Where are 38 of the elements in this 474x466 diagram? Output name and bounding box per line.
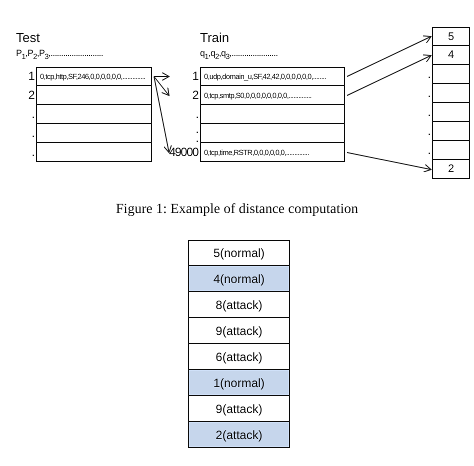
table-row: 9(attack) (188, 396, 290, 422)
arrow (346, 152, 432, 173)
table-row: 2(attack) (188, 422, 290, 448)
arrow (346, 54, 432, 96)
heading: Train (200, 30, 230, 45)
row-number: 1 (28, 70, 34, 83)
row-number: . (428, 144, 430, 157)
row-number: . (32, 108, 34, 121)
arrow (154, 72, 170, 81)
table-row: 5 (432, 27, 470, 46)
arrow (154, 76, 172, 153)
heading: Test (16, 30, 40, 45)
row-number: . (32, 146, 34, 159)
column-names: q$_{1}$,q$_{2}$,q$_{3}$,...................... (200, 48, 278, 61)
table-row: 8(attack) (188, 292, 290, 318)
row-number: . (428, 106, 430, 119)
arrow (154, 76, 170, 96)
figure-caption: Figure 1: Example of distance computation (114, 202, 360, 218)
table-row: 2 (432, 160, 470, 179)
table-row: 6(attack) (188, 344, 290, 370)
table-row: 9(attack) (188, 318, 290, 344)
row-number: . (428, 68, 430, 81)
column-names: P$_{1}$,P$_{2}$,P$_{3}$,......................... (16, 48, 104, 61)
row-number: . (428, 87, 430, 100)
row-number: . (196, 134, 198, 142)
row-number: . (196, 124, 198, 134)
arrow (346, 35, 432, 77)
row-number: . (196, 108, 198, 121)
row-number: . (32, 127, 34, 140)
table-row: 4(normal) (188, 266, 290, 292)
row-number: 2 (28, 89, 34, 102)
row-number: 1 (192, 70, 198, 83)
table-row: 4 (432, 46, 470, 65)
row-number: . (428, 125, 430, 138)
row-number: 49000 (169, 146, 198, 159)
row-number: 2 (192, 89, 198, 102)
table-row: 1(normal) (188, 370, 290, 396)
table-row: 5(normal) (188, 240, 290, 266)
